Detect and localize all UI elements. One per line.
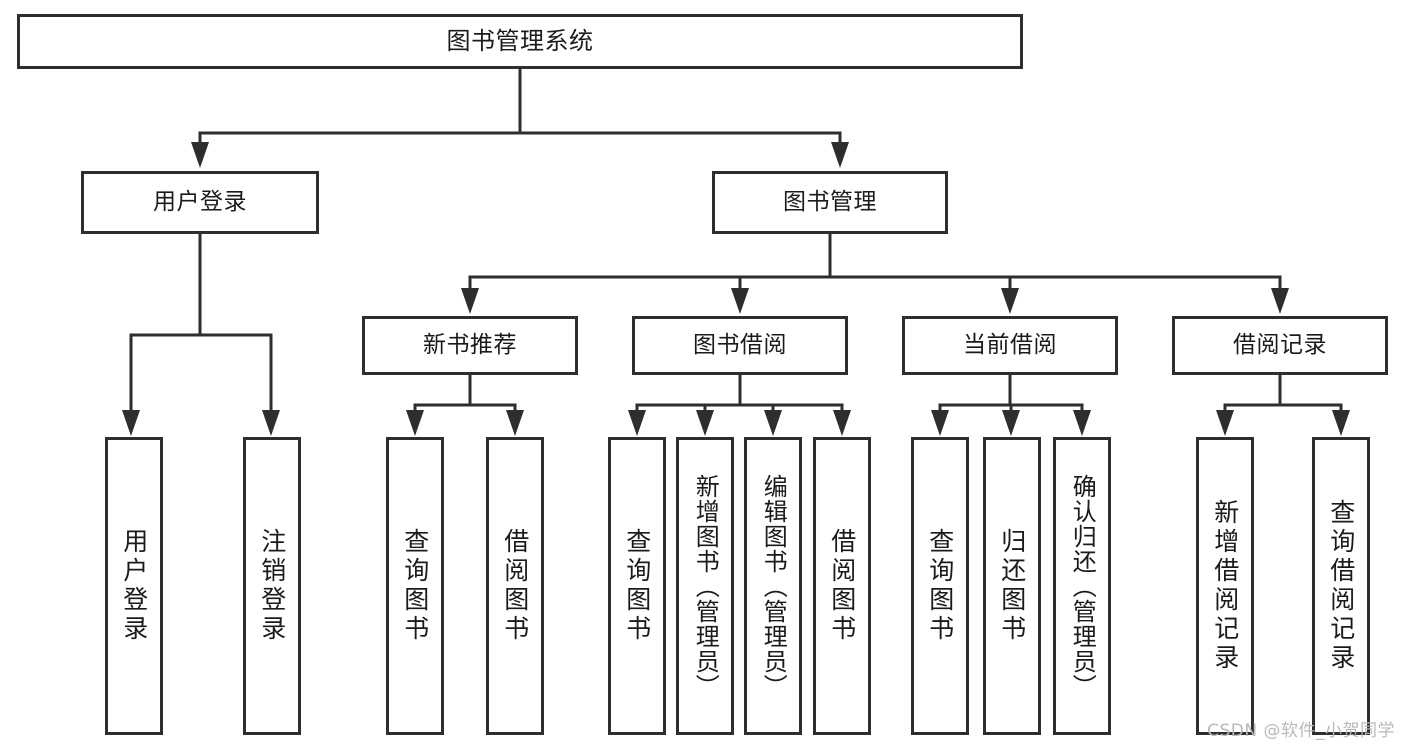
arrow-head-icon (731, 288, 749, 314)
node-label: 查询图书 (925, 528, 955, 644)
arrow-head-icon (931, 410, 949, 436)
node-label: 图书管理系统 (446, 27, 594, 56)
node-label: 新增图书（管理员） (691, 473, 720, 699)
arrow-head-icon (833, 410, 851, 436)
arrow-head-icon (1073, 410, 1091, 436)
watermark: CSDN @软件_小贺同学 (1207, 721, 1395, 741)
node-label: 查询借阅记录 (1326, 499, 1356, 673)
arrow-head-icon (764, 410, 782, 436)
node-leaf-return-book[interactable]: 归还图书 (983, 437, 1041, 735)
arrow-head-icon (262, 410, 280, 436)
node-label: 查询图书 (400, 528, 430, 644)
node-book-borrow[interactable]: 图书借阅 (632, 316, 848, 375)
arrow-head-icon (1216, 410, 1234, 436)
arrow-head-icon (696, 410, 714, 436)
node-label: 确认归还（管理员） (1068, 473, 1097, 699)
node-label: 用户登录 (153, 188, 247, 215)
arrow-head-icon (1332, 410, 1350, 436)
node-leaf-add-book-admin[interactable]: 新增图书（管理员） (676, 437, 734, 735)
arrow-head-icon (1001, 288, 1019, 314)
node-leaf-query-book-borrow[interactable]: 查询图书 (608, 437, 666, 735)
arrow-head-icon (506, 410, 524, 436)
node-label: 新增借阅记录 (1210, 499, 1240, 673)
node-label: 图书管理 (783, 188, 877, 215)
node-label: 借阅图书 (827, 528, 857, 644)
node-label: 注销登录 (257, 528, 287, 644)
node-label: 归还图书 (997, 528, 1027, 644)
arrow-head-icon (122, 410, 140, 436)
node-leaf-borrow-book-recommend[interactable]: 借阅图书 (486, 437, 544, 735)
node-label: 当前借阅 (963, 331, 1057, 358)
node-leaf-logout-login[interactable]: 注销登录 (243, 437, 301, 735)
arrow-head-icon (461, 288, 479, 314)
node-current-borrow[interactable]: 当前借阅 (902, 316, 1118, 375)
arrow-head-icon (831, 142, 849, 168)
arrow-head-icon (628, 410, 646, 436)
arrow-head-icon (191, 142, 209, 168)
node-label: 编辑图书（管理员） (759, 473, 788, 699)
node-leaf-query-book-current[interactable]: 查询图书 (911, 437, 969, 735)
node-label: 新书推荐 (423, 331, 517, 358)
node-leaf-edit-book-admin[interactable]: 编辑图书（管理员） (744, 437, 802, 735)
node-label: 查询图书 (622, 528, 652, 644)
arrow-head-icon (406, 410, 424, 436)
node-leaf-add-borrow-record[interactable]: 新增借阅记录 (1196, 437, 1254, 735)
node-label: 用户登录 (119, 528, 149, 644)
node-leaf-query-borrow-record[interactable]: 查询借阅记录 (1312, 437, 1370, 735)
node-book-manage[interactable]: 图书管理 (712, 171, 948, 234)
node-label: 借阅记录 (1233, 331, 1327, 358)
node-leaf-user-login[interactable]: 用户登录 (105, 437, 163, 735)
node-leaf-borrow-book-borrow[interactable]: 借阅图书 (813, 437, 871, 735)
node-user-login[interactable]: 用户登录 (81, 171, 319, 234)
node-leaf-query-book-recommend[interactable]: 查询图书 (386, 437, 444, 735)
arrow-head-icon (1271, 288, 1289, 314)
node-new-book-recommend[interactable]: 新书推荐 (362, 316, 578, 375)
node-leaf-confirm-return-admin[interactable]: 确认归还（管理员） (1053, 437, 1111, 735)
arrow-head-icon (1002, 410, 1020, 436)
node-label: 借阅图书 (500, 528, 530, 644)
node-borrow-record[interactable]: 借阅记录 (1172, 316, 1388, 375)
node-label: 图书借阅 (693, 331, 787, 358)
node-root[interactable]: 图书管理系统 (17, 14, 1023, 69)
